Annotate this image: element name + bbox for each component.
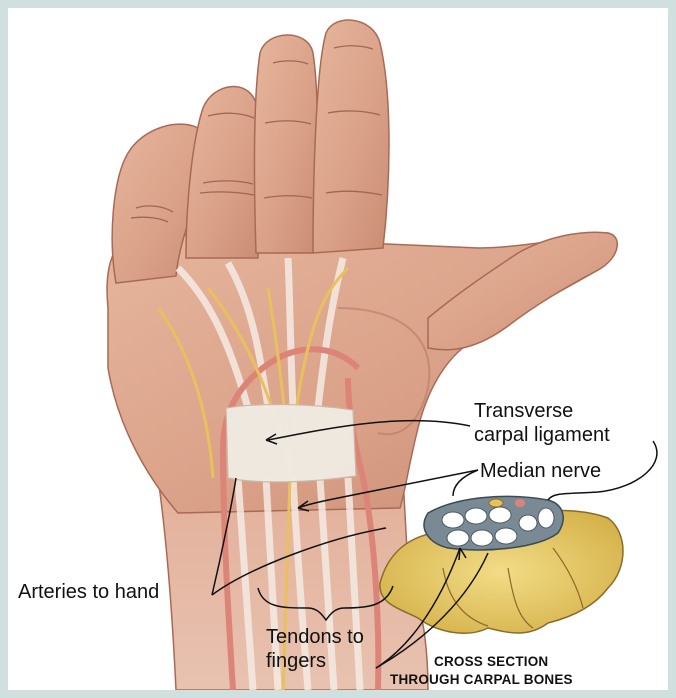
label-median-nerve: Median nerve [480,460,601,482]
illustration-frame: Transverse carpal ligament Median nerve … [8,8,668,690]
label-transverse-line1: Transverse [474,400,573,422]
caption-line2: THROUGH CARPAL BONES [390,672,573,687]
transverse-carpal-ligament [226,404,356,481]
index-finger [313,20,389,253]
caption-line1: CROSS SECTION [434,654,548,669]
label-tendons-line2: fingers [266,650,326,672]
label-transverse-line2: carpal ligament [474,424,610,446]
ring-finger [186,87,260,258]
label-tendons-line1: Tendons to [266,626,364,648]
carpal-cross-section [380,496,623,633]
label-arteries: Arteries to hand [18,581,159,603]
middle-finger [255,35,318,253]
